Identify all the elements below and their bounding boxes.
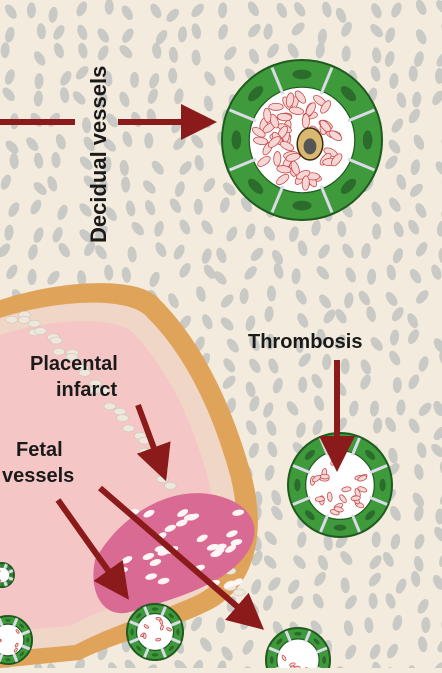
cell-junction: [5, 564, 7, 568]
vessel-lumen: [0, 567, 10, 583]
endothelial-nucleus: [292, 201, 311, 211]
endothelial-nucleus: [130, 629, 133, 636]
trophoblast-cell: [164, 482, 176, 489]
stromal-cell: [341, 358, 350, 374]
label-decidual-vessels: Decidual vessels: [86, 66, 111, 243]
trophoblast-cell: [34, 327, 46, 334]
label-fetal: Fetal: [16, 439, 63, 461]
label-thrombosis: Thrombosis: [248, 331, 362, 353]
red-blood-cell: [144, 633, 147, 638]
endothelial-nucleus: [270, 656, 274, 664]
trophoblast-cell: [28, 320, 40, 327]
trophoblast-cell: [233, 589, 245, 596]
vessel-lumen: [137, 614, 174, 651]
label-vessels: vessels: [2, 465, 74, 487]
endothelial-nucleus: [152, 607, 159, 610]
trophoblast-cell: [116, 415, 128, 422]
trophoblast-cell: [157, 476, 169, 483]
endothelial-nucleus: [292, 70, 311, 80]
fetal-vessel-edge: [0, 563, 14, 587]
red-blood-cell: [273, 151, 281, 166]
trophoblast-cell: [6, 316, 18, 323]
label-infarct: infarct: [56, 379, 117, 401]
endothelial-nucleus: [11, 574, 12, 577]
endothelial-nucleus: [322, 656, 326, 664]
endothelial-nucleus: [334, 525, 346, 531]
endothelial-nucleus: [152, 653, 159, 656]
red-blood-cell: [156, 617, 161, 620]
stromal-cell: [130, 72, 139, 88]
trophoblast-cell: [104, 403, 116, 410]
endothelial-nucleus: [5, 658, 11, 661]
endothelial-nucleus: [1, 584, 4, 585]
decidual-vessel: [222, 60, 382, 220]
cell-junction: [5, 582, 7, 586]
endothelial-nucleus: [232, 130, 242, 149]
endothelial-nucleus: [294, 632, 302, 636]
trophoblast-cell: [114, 408, 126, 415]
endothelial-nucleus: [26, 637, 29, 643]
endothelial-nucleus: [5, 619, 11, 622]
stromal-cell: [144, 133, 153, 149]
trophoblast-cell: [50, 337, 62, 344]
fetal-vessel-1: [127, 604, 183, 660]
endothelial-nucleus: [1, 564, 4, 565]
cell-junction: [9, 578, 13, 580]
red-blood-cell: [269, 103, 283, 110]
endothelial-nucleus: [380, 479, 386, 491]
leukocyte-nucleus: [304, 138, 317, 154]
label-placental: Placental: [30, 353, 118, 375]
endothelial-nucleus: [176, 629, 179, 636]
cell-junction: [9, 570, 13, 572]
red-blood-cell: [320, 474, 330, 479]
trophoblast-cell: [123, 425, 135, 432]
red-blood-cell: [302, 114, 310, 129]
red-blood-cell: [315, 496, 325, 501]
endothelial-nucleus: [294, 479, 300, 491]
endothelial-nucleus: [363, 130, 373, 149]
